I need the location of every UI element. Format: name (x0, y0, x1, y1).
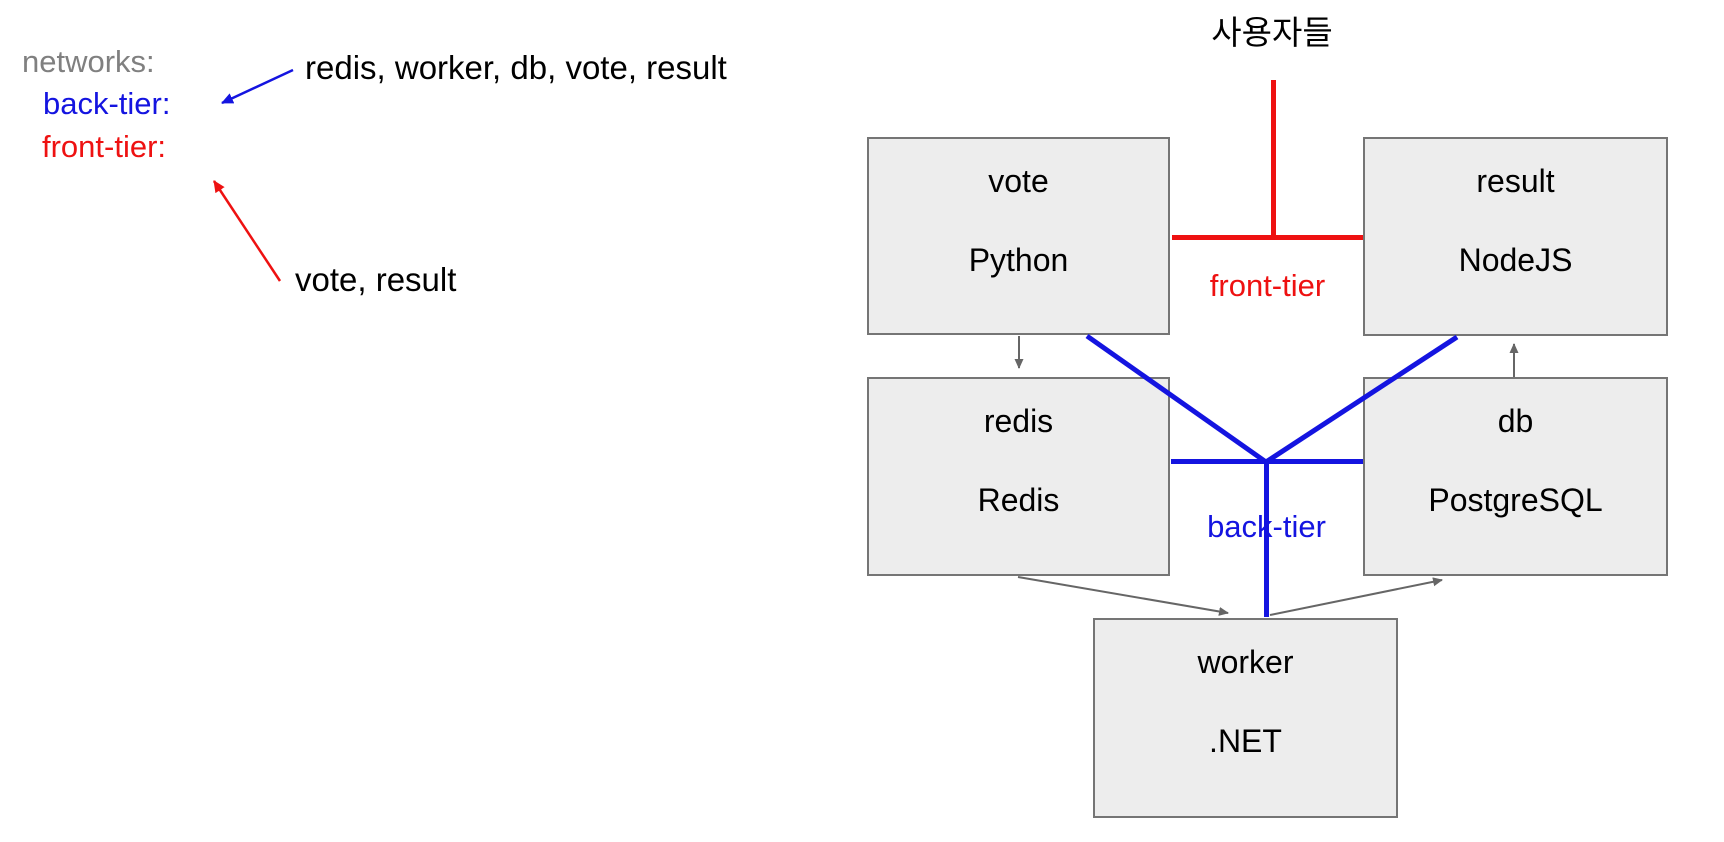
front-tier-network-label: front-tier (1209, 268, 1326, 303)
edge-redis-to-worker-arrow (1017, 576, 1229, 616)
node-result: result NodeJS (1363, 137, 1668, 336)
node-worker-tech: .NET (1209, 723, 1282, 759)
node-vote-title: vote (988, 163, 1049, 199)
node-vote-tech: Python (968, 242, 1069, 278)
front-tier-callout-arrow (212, 180, 282, 282)
users-label: 사용자들 (1211, 14, 1333, 51)
edge-worker-to-db-arrow (1269, 577, 1443, 616)
node-result-title: result (1476, 163, 1555, 199)
node-db: db PostgreSQL (1363, 377, 1668, 576)
node-worker: worker .NET (1093, 618, 1398, 818)
node-redis-title: redis (983, 403, 1054, 439)
back-tier-callout-arrow (221, 68, 294, 105)
node-worker-title: worker (1197, 644, 1294, 680)
node-db-tech: PostgreSQL (1428, 482, 1603, 518)
node-redis: redis Redis (867, 377, 1170, 576)
node-result-tech: NodeJS (1458, 242, 1573, 278)
back-tier-key-label: back-tier: (43, 86, 171, 121)
front-tier-key-label: front-tier: (42, 129, 167, 164)
back-tier-services-text: redis, worker, db, vote, result (305, 49, 727, 86)
back-tier-network-label: back-tier (1207, 509, 1326, 544)
front-tier-services-text: vote, result (295, 261, 457, 298)
node-vote: vote Python (867, 137, 1170, 335)
node-db-title: db (1497, 403, 1534, 439)
node-redis-tech: Redis (977, 482, 1060, 518)
networks-heading: networks: (22, 44, 155, 79)
